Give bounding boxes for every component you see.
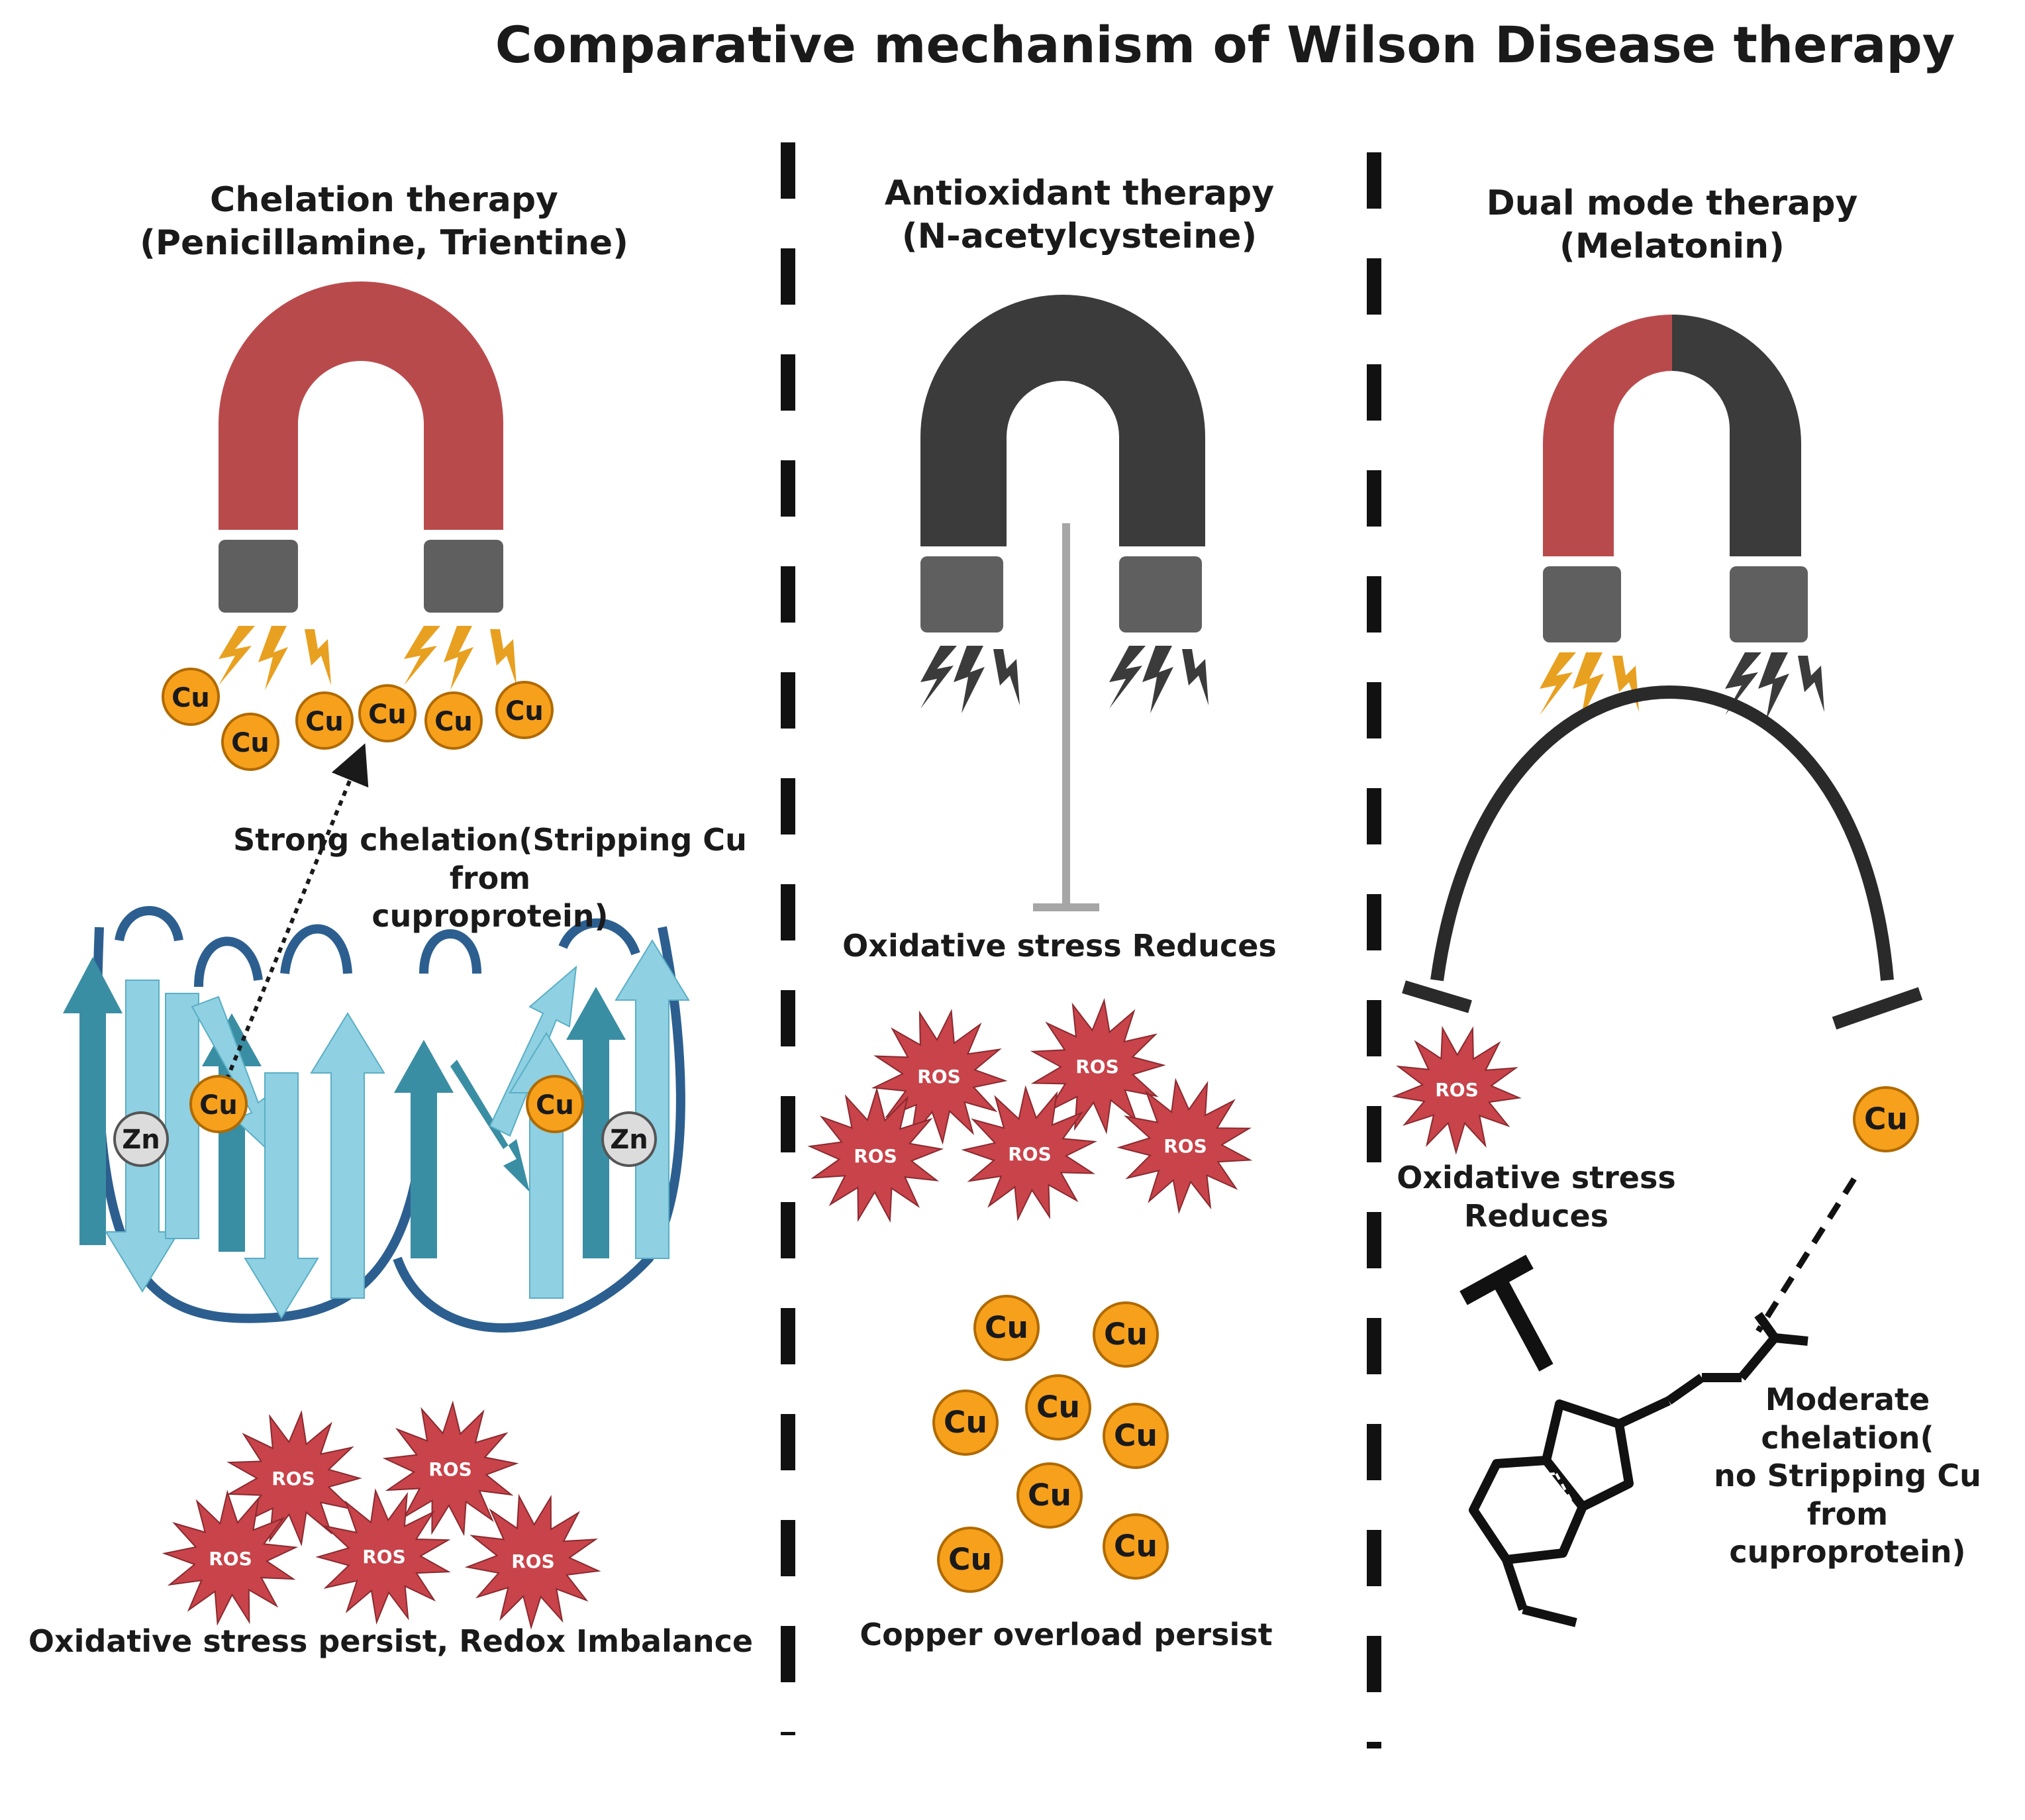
dual-heading-line2: (Melatonin): [1559, 227, 1785, 266]
ros-starburst-icon: ROS: [162, 1490, 299, 1626]
melatonin-molecule-icon: [1469, 1311, 1808, 1627]
zinc-ion-icon: Zn: [113, 1111, 169, 1167]
dual-left-label-line1: Oxidative stress: [1397, 1160, 1676, 1195]
svg-text:ROS: ROS: [511, 1550, 555, 1572]
antioxidant-footer: Copper overload persist: [860, 1617, 1273, 1652]
chelation-dashed-link: [1755, 1177, 1857, 1333]
antioxidant-bolts-icon: [920, 646, 1209, 713]
svg-text:Cu: Cu: [1114, 1418, 1158, 1453]
svg-text:ROS: ROS: [1075, 1056, 1119, 1078]
svg-text:Cu: Cu: [985, 1310, 1028, 1345]
antioxidant-magnet-icon: [920, 295, 1205, 632]
svg-text:ROS: ROS: [428, 1458, 472, 1480]
chelation-heading-line2: (Penicillamine, Trientine): [140, 223, 628, 263]
svg-text:Cu: Cu: [1036, 1390, 1080, 1425]
chelation-heading: Chelation therapy (Penicillamine, Trient…: [86, 179, 682, 265]
svg-text:Cu: Cu: [1864, 1101, 1908, 1137]
chelation-arrow-label-line1: Strong chelation(Stripping Cu from: [233, 822, 747, 896]
svg-text:Cu: Cu: [368, 699, 407, 730]
svg-text:Cu: Cu: [199, 1090, 238, 1121]
svg-text:Cu: Cu: [1114, 1529, 1158, 1564]
ros-starburst-icon: ROS: [1116, 1078, 1253, 1215]
dual-bolts-orange-icon: [1540, 652, 1639, 720]
dual-right-label-line2: no Stripping Cu from: [1714, 1458, 1981, 1532]
svg-text:ROS: ROS: [1008, 1143, 1052, 1165]
ros-starburst-icon: ROS: [1391, 1025, 1522, 1155]
svg-text:ROS: ROS: [917, 1066, 961, 1087]
chelation-magnet-icon: [219, 281, 503, 613]
svg-text:Cu: Cu: [172, 683, 210, 713]
copper-ion-icon: Cu: [932, 1390, 999, 1456]
copper-ion-icon: Cu: [1103, 1513, 1169, 1580]
copper-ion-icon: Cu: [526, 1075, 584, 1133]
svg-text:Cu: Cu: [434, 707, 473, 737]
svg-text:Zn: Zn: [610, 1125, 648, 1155]
antioxidant-inhibit-line: [1033, 523, 1099, 911]
antioxidant-heading-line2: (N-acetylcysteine): [901, 217, 1258, 256]
ros-starburst-icon: ROS: [807, 1087, 944, 1223]
copper-ion-icon: Cu: [162, 668, 220, 726]
antioxidant-heading: Antioxidant therapy (N-acetylcysteine): [828, 172, 1331, 258]
chelation-heading-line1: Chelation therapy: [210, 180, 558, 220]
svg-text:Cu: Cu: [505, 696, 544, 727]
copper-ion-icon: Cu: [221, 713, 279, 771]
dual-heading-line1: Dual mode therapy: [1486, 183, 1858, 223]
svg-text:ROS: ROS: [272, 1468, 315, 1490]
dual-heading: Dual mode therapy (Melatonin): [1424, 182, 1920, 268]
copper-ion-icon: Cu: [495, 681, 554, 739]
chelation-arrow-label: Strong chelation(Stripping Cu from cupro…: [199, 821, 781, 936]
svg-text:Cu: Cu: [944, 1405, 987, 1440]
antioxidant-inhibit-label: Oxidative stress Reduces: [842, 928, 1277, 964]
svg-text:Cu: Cu: [536, 1090, 574, 1121]
ros-starburst-icon: ROS: [382, 1400, 519, 1537]
ros-starburst-icon: ROS: [315, 1488, 451, 1625]
copper-ion-icon: Cu: [1025, 1374, 1091, 1441]
copper-ion-icon: Cu: [295, 691, 354, 750]
dual-right-label-line3: cuproprotein): [1729, 1534, 1966, 1570]
page-title: Comparative mechanism of Wilson Disease …: [495, 15, 1955, 74]
copper-ion-icon: Cu: [189, 1075, 248, 1133]
ros-starburst-icon: ROS: [871, 1009, 1008, 1145]
copper-ion-icon: Cu: [424, 691, 483, 750]
ros-starburst-icon: ROS: [464, 1493, 601, 1630]
dual-inhibit-arc: [1402, 685, 1923, 1030]
dual-right-label-line1: Moderate chelation(: [1761, 1382, 1934, 1456]
ros-starburst-icon: ROS: [961, 1085, 1097, 1222]
svg-text:Cu: Cu: [1028, 1478, 1071, 1513]
copper-ion-icon: Cu: [1103, 1403, 1169, 1469]
svg-text:ROS: ROS: [362, 1546, 406, 1568]
chelation-bolts-icon: [219, 626, 517, 690]
dual-magnet-icon: [1543, 315, 1808, 642]
svg-text:ROS: ROS: [1163, 1135, 1207, 1157]
ros-starburst-icon: ROS: [1030, 997, 1166, 1135]
svg-text:ROS: ROS: [854, 1145, 897, 1167]
copper-ion-icon: Cu: [358, 684, 417, 742]
zinc-ion-icon: Zn: [601, 1111, 657, 1167]
copper-ion-icon: Cu: [1016, 1462, 1083, 1529]
copper-ion-icon: Cu: [937, 1527, 1003, 1593]
svg-text:Cu: Cu: [231, 728, 270, 758]
dual-left-label-line2: Reduces: [1463, 1197, 1609, 1234]
svg-text:Cu: Cu: [305, 707, 344, 737]
svg-text:Cu: Cu: [948, 1542, 992, 1577]
melatonin-molecule-inner-icon: [1488, 1422, 1618, 1546]
dual-left-label: Oxidative stress Reduces: [1384, 1159, 1689, 1235]
svg-text:Cu: Cu: [1104, 1317, 1148, 1352]
chelation-arrow-label-line2: cuproprotein): [371, 898, 609, 934]
ros-starburst-icon: ROS: [226, 1410, 362, 1546]
copper-ion-icon: Cu: [1093, 1301, 1159, 1368]
copper-ion-icon: Cu: [973, 1295, 1040, 1361]
svg-text:ROS: ROS: [1435, 1079, 1479, 1101]
chelation-strip-arrow: [217, 743, 369, 1101]
copper-ion-icon: Cu: [1853, 1086, 1919, 1152]
dual-right-label: Moderate chelation( no Stripping Cu from…: [1675, 1381, 2020, 1572]
melatonin-inhibit-bar: [1459, 1254, 1554, 1372]
chelation-footer: Oxidative stress persist, Redox Imbalanc…: [28, 1623, 754, 1659]
svg-text:ROS: ROS: [209, 1548, 252, 1570]
antioxidant-heading-line1: Antioxidant therapy: [884, 174, 1275, 213]
svg-text:Zn: Zn: [122, 1125, 160, 1155]
